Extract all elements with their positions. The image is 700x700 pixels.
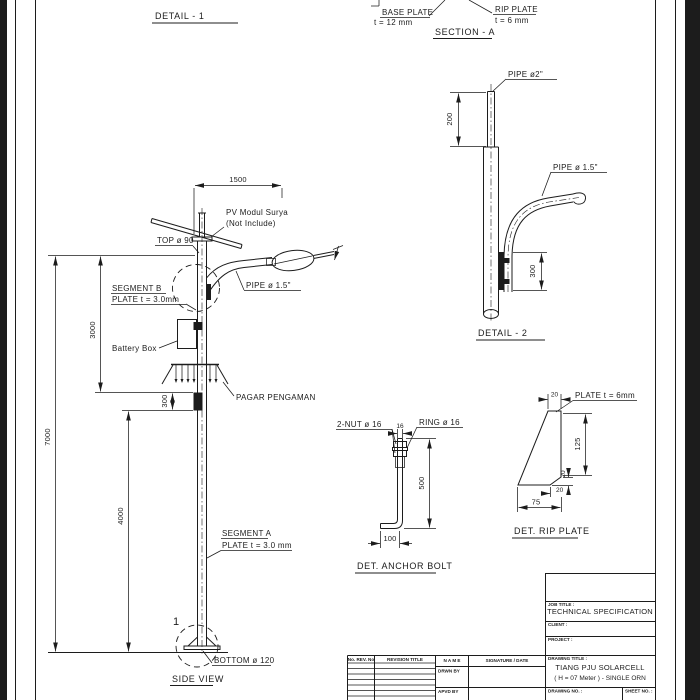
approved-by-label: APVD BY (438, 689, 458, 694)
arm-pipe-label: PIPE ø 1.5" (246, 281, 291, 290)
nut-bottom (393, 450, 407, 457)
rev-col-title: REVISION TITLE (387, 657, 423, 662)
lamp-ornament (271, 249, 315, 272)
revision-table: No. REV. No REVISION TITLE N A M E SIGNA… (347, 655, 546, 700)
project-label: PROJECT : (548, 637, 573, 642)
dim-3000: 3000 (88, 321, 97, 339)
base-plate-thickness: t = 12 mm (374, 18, 413, 27)
nut-label: 2-NUT ø 16 (337, 420, 382, 429)
rip-plate-thickness: t = 6 mm (495, 16, 529, 25)
scan-edge-right (685, 0, 700, 700)
drawing-title-line1: TIANG PJU SOLARCELL (555, 663, 644, 672)
section-a-callout: DETAIL - 1 BASE PLATE t = 12 mm RIP PLAT… (152, 0, 538, 39)
rev-col-no: No. REV. No (348, 657, 375, 662)
scan-edge-left (0, 0, 7, 700)
ring-label: RING ø 16 (419, 418, 460, 427)
side-view-title: SIDE VIEW (172, 674, 224, 684)
detail2-dim-300: 300 (528, 264, 537, 277)
rip-dim-20-side: 20 (560, 470, 567, 478)
rip-plate-label: RIP PLATE (495, 5, 538, 14)
pv-module-label-1: PV Modul Surya (226, 208, 288, 217)
drawing-title-label: DRAWING TITLE : (548, 656, 588, 661)
fence-label: PAGAR PENGAMAN (236, 393, 316, 402)
detail2-dim-200: 200 (445, 112, 454, 125)
rip-dim-125: 125 (573, 437, 582, 450)
dim-100: 100 (383, 534, 396, 543)
side-view: 1500 PV Modul Surya (Not Include) TOP ø … (43, 175, 344, 686)
rev-col-name: N A M E (443, 658, 460, 663)
bottom-diameter-label: BOTTOM ø 120 (214, 656, 275, 665)
drawn-by-label: DRWN BY (438, 669, 460, 674)
segment-a-label-2: PLATE t = 3.0 mm (222, 541, 292, 550)
arm-bracket (498, 252, 505, 290)
base-plate-label: BASE PLATE (382, 8, 433, 17)
rip-dim-20-top: 20 (551, 392, 559, 399)
dim-4000: 4000 (116, 507, 125, 525)
dim-500: 500 (417, 476, 426, 489)
section-a-title: SECTION - A (435, 27, 495, 37)
dim-7000: 7000 (43, 428, 52, 446)
dim-1500: 1500 (229, 175, 247, 184)
rip-plate-shape (517, 410, 562, 486)
rip-dim-75: 75 (532, 498, 541, 507)
rip-plate-detail: 20 PLATE t = 6mm 125 20 20 75 DET. RIP P… (512, 391, 637, 539)
anchor-bolt-detail: 2-NUT ø 16 RING ø 16 16 500 100 DET. ANC… (336, 418, 463, 574)
arm-junction-callout-circle (172, 264, 220, 312)
callout-number-1: 1 (173, 616, 179, 628)
title-block: JOB TITLE : TECHNICAL SPECIFICATION CLIE… (347, 573, 656, 700)
detail-2-title: DETAIL - 2 (478, 328, 528, 338)
top-diameter-label: TOP ø 90 (157, 236, 194, 245)
safety-fence (161, 363, 229, 385)
anchor-bolt-title: DET. ANCHOR BOLT (357, 561, 452, 571)
drawing-title-line2: ( H = 07 Meter ) - SINGLE ORN (554, 675, 646, 682)
client-label: CLIENT : (548, 622, 568, 627)
job-title-label: JOB TITLE : (548, 602, 575, 607)
pole-base (48, 635, 228, 653)
detail-1-title: DETAIL - 1 (155, 11, 205, 21)
pv-module-label-2: (Not Include) (226, 219, 276, 228)
segment-b-label-2: PLATE t = 3.0mm (112, 295, 179, 304)
job-title-value: TECHNICAL SPECIFICATION (547, 607, 653, 616)
bolt-thread (395, 456, 405, 468)
detail2-pipe2-label: PIPE ø2" (508, 70, 543, 79)
rip-plate-thickness-label: PLATE t = 6mm (575, 391, 635, 400)
rev-col-signature: SIGNATURE / DATE (486, 658, 529, 663)
dim-16: 16 (396, 423, 404, 430)
detail-2-view: PIPE ø2" 200 PIPE ø 1.5" 300 DETAIL - 2 (445, 70, 607, 341)
sheet-no-label: SHEET NO. : (625, 689, 653, 694)
base-callout-circle (175, 624, 219, 668)
detail2-pipe15-label: PIPE ø 1.5" (553, 163, 598, 172)
battery-box-label: Battery Box (112, 344, 157, 353)
lamp-arm (206, 245, 344, 300)
pole-clamp (193, 392, 203, 411)
segment-a-label-1: SEGMENT A (222, 529, 272, 538)
pv-panel (150, 218, 243, 249)
segment-b-label-1: SEGMENT B (112, 284, 162, 293)
rip-plate-title: DET. RIP PLATE (514, 526, 590, 536)
battery-box (177, 319, 197, 349)
dim-300: 300 (160, 394, 169, 407)
drawing-no-label: DRAWING NO. : (548, 689, 583, 694)
rip-dim-20-bot: 20 (556, 487, 564, 494)
